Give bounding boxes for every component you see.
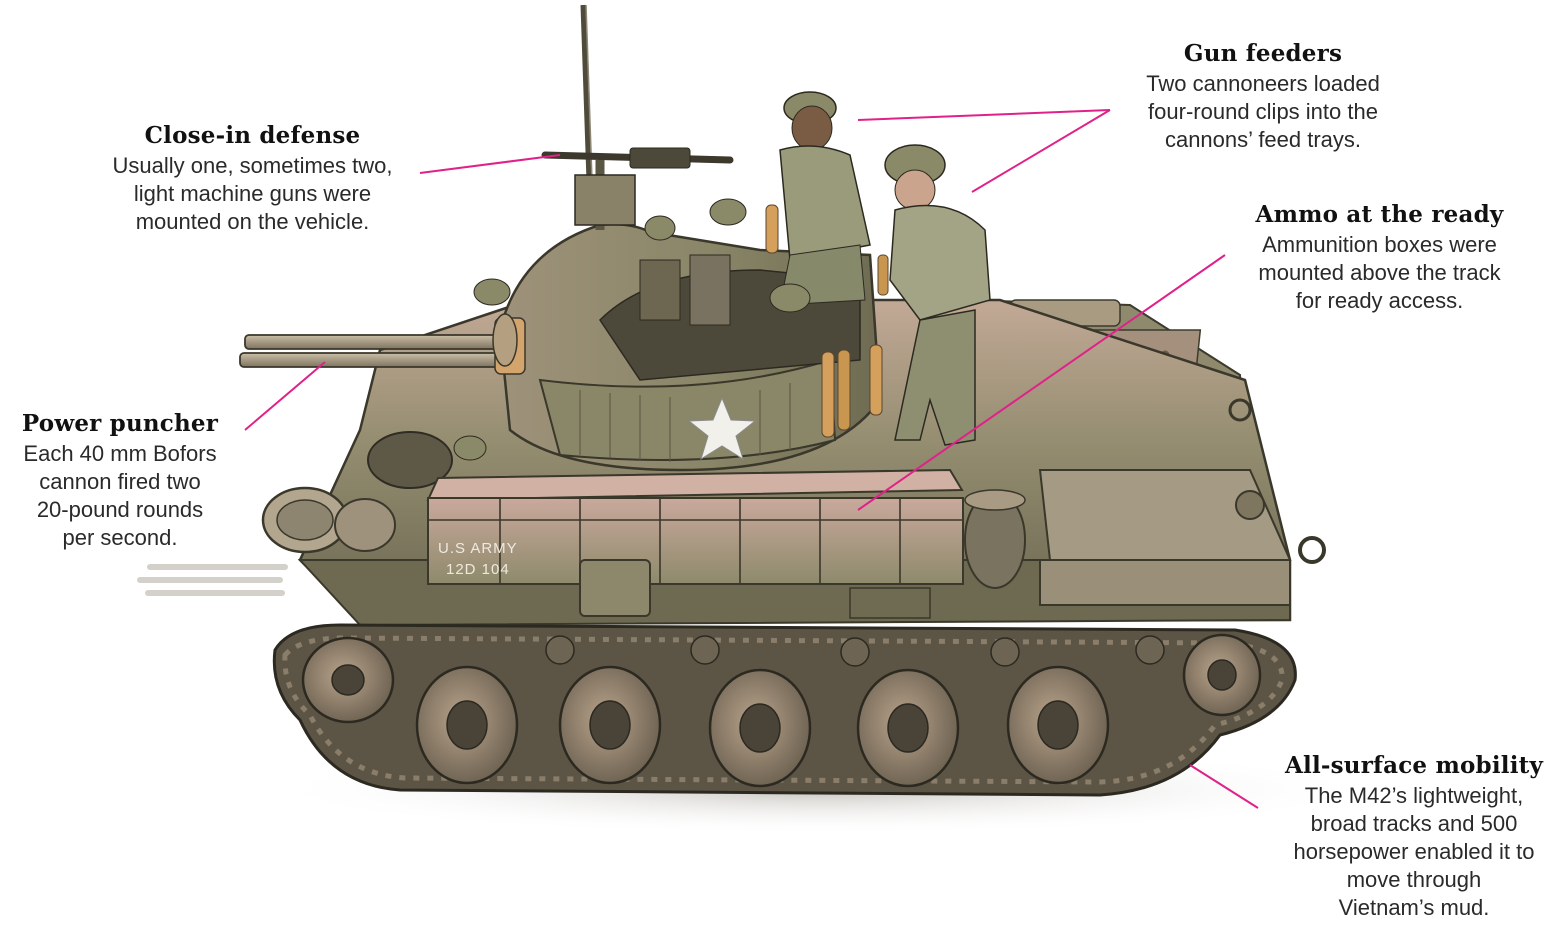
soldier-figure-icon [453,91,991,461]
callout-text: Each 40 mm Bofors [23,441,217,466]
callout-power-puncher: Power puncher Each 40 mm Bofors cannon f… [0,410,240,552]
callout-text: light machine guns were [133,181,372,206]
callout-title: Power puncher [21,410,219,437]
hull-marking-line2: 12D 104 [446,561,510,578]
callout-gun-feeders: Gun feeders Two cannoneers loaded four-r… [1108,40,1418,154]
leader-line-puncher [244,361,326,431]
callout-text: four-round clips into the [1148,99,1378,124]
callout-text: per second. [62,525,178,550]
callout-title: All-surface mobility [1284,752,1544,779]
callout-text: mounted on the vehicle. [135,209,370,234]
callout-text: 20-pound rounds [36,497,204,522]
machine-gun-icon [541,147,734,230]
callout-text: cannons’ feed trays. [1164,127,1362,152]
callout-title: Ammo at the ready [1255,201,1504,228]
callout-text: Ammunition boxes were [1262,232,1497,257]
callout-title: Close-in defense [144,122,361,149]
callout-title: Gun feeders [1183,40,1343,67]
callout-ammo-at-the-ready: Ammo at the ready Ammunition boxes were … [1222,201,1537,315]
callout-close-in-defense: Close-in defense Usually one, sometimes … [80,122,425,236]
ammunition-boxes: U.S ARMY 12D 104 [426,468,1026,619]
callout-text: move through [1346,867,1482,892]
twin-40mm-cannons [239,313,526,375]
road-wheel-icon [301,633,1262,788]
speed-lines [137,564,288,596]
leader-lines [244,109,1259,809]
leader-line-defense [419,154,561,174]
leader-line-feeders-b [971,109,1111,193]
callout-text: cannon fired two [39,469,201,494]
callout-text: for ready access. [1295,288,1464,313]
leader-line-feeders-a [857,109,1111,121]
white-star-icon [687,396,757,461]
callout-all-surface-mobility: All-surface mobility The M42’s lightweig… [1265,752,1563,922]
callout-text: broad tracks and 500 [1310,811,1518,836]
hull-marking-line1: U.S ARMY [438,540,518,557]
callout-text: Vietnam’s mud. [1338,895,1490,920]
callout-text: Two cannoneers loaded [1146,71,1380,96]
leader-line-ammo [857,254,1226,511]
front-hatch [261,431,453,554]
callout-text: mounted above the track [1258,260,1501,285]
callout-text: Usually one, sometimes two, [112,153,393,178]
leader-line-mobility [1189,764,1259,809]
callout-text: The M42’s lightweight, [1304,783,1524,808]
callout-text: horsepower enabled it to [1293,839,1535,864]
